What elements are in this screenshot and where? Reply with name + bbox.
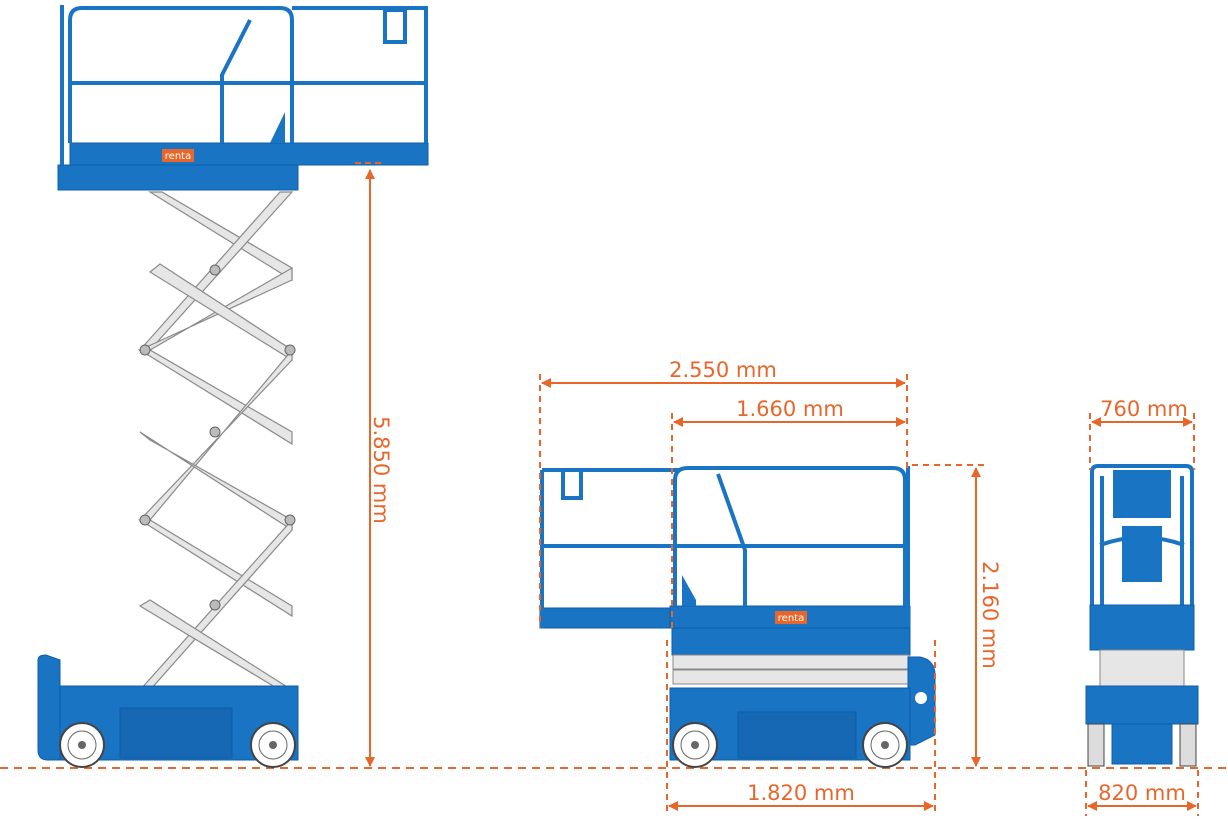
stowed-lift-side-view: renta bbox=[539, 466, 936, 768]
platform-length-label: 1.660 mm bbox=[736, 397, 844, 421]
base-length-label: 1.820 mm bbox=[747, 781, 855, 805]
working-height-label: 5.850 mm bbox=[369, 416, 393, 524]
base-width-label: 820 mm bbox=[1098, 781, 1186, 805]
brand-logo: renta bbox=[165, 151, 191, 162]
platform-width-label: 760 mm bbox=[1100, 397, 1188, 421]
brand-logo-2: renta bbox=[778, 613, 804, 624]
lift-front-view bbox=[1085, 464, 1199, 767]
stowed-height-label: 2.160 mm bbox=[978, 561, 1002, 669]
total-length-label: 2.550 mm bbox=[669, 358, 777, 382]
raised-lift-side-view: renta bbox=[37, 5, 429, 768]
